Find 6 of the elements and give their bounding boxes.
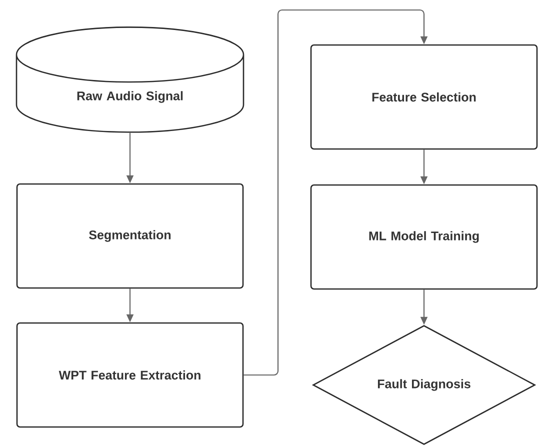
process-box: Segmentation xyxy=(16,183,244,289)
process-box: WPT Feature Extraction xyxy=(16,322,244,428)
arrow xyxy=(244,9,428,376)
process-box: Feature Selection xyxy=(310,44,538,150)
data-cylinder: Raw Audio Signal xyxy=(16,26,244,133)
process-box: ML Model Training xyxy=(310,184,538,290)
